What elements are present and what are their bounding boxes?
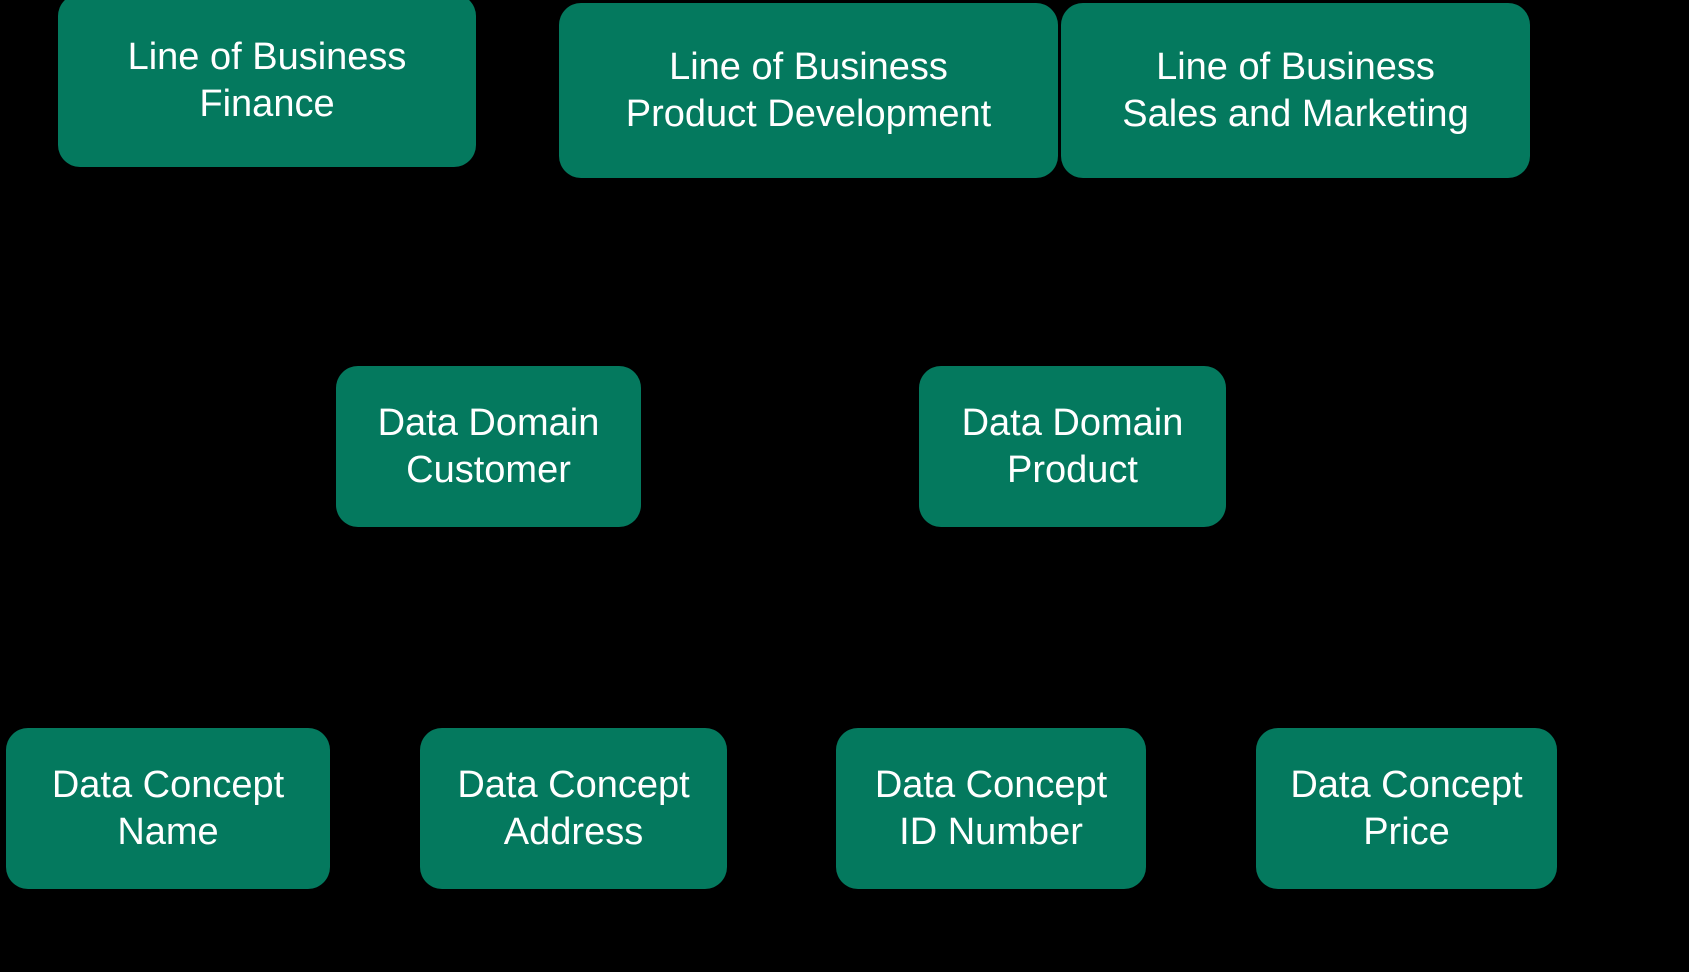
node-type-label: Data Concept <box>874 764 1108 807</box>
node-name-label: Finance <box>199 82 335 125</box>
node-type-label: Line of Business <box>1156 46 1435 89</box>
node-name-label: ID Number <box>899 810 1083 853</box>
node-name-label: Address <box>503 810 644 853</box>
node-name-label: Sales and Marketing <box>1122 92 1469 135</box>
node-type-label: Data Domain <box>961 402 1184 445</box>
node-name-label: Product Development <box>625 92 992 135</box>
node-type-label: Data Domain <box>377 402 600 445</box>
node-name-label: Customer <box>406 448 571 491</box>
node-type-label: Data Concept <box>457 764 690 807</box>
node-type-label: Data Concept <box>51 764 285 807</box>
node-type-label: Data Concept <box>1290 764 1523 807</box>
node-name-label: Name <box>117 810 219 853</box>
node-name-label: Price <box>1363 810 1450 853</box>
node-type-label: Line of Business <box>669 46 948 89</box>
node-type-label: Line of Business <box>127 36 407 79</box>
node-name-label: Product <box>1007 448 1138 491</box>
